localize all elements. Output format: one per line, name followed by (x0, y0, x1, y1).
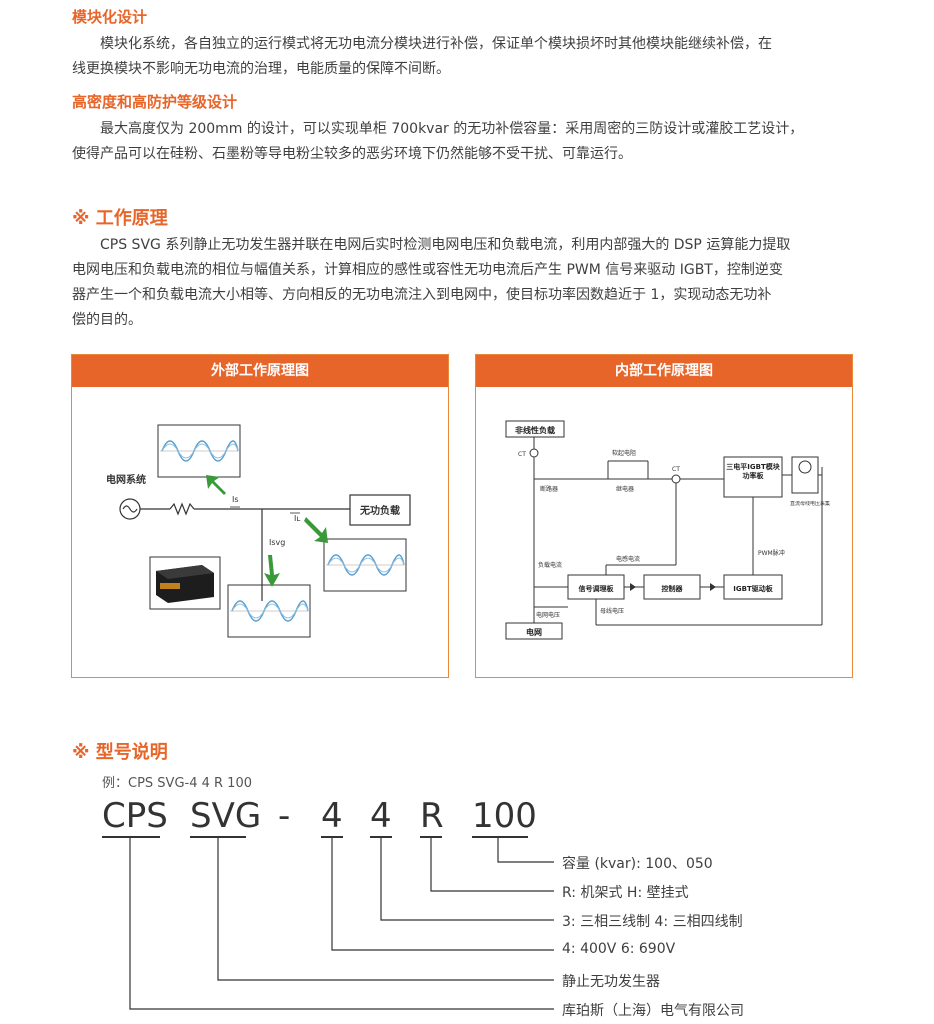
paragraph-line: 模块化系统，各自独立的运行模式将无功电流分模块进行补偿，保证单个模块损坏时其他模… (100, 36, 772, 52)
grid-system-label: 电网系统 (106, 473, 146, 486)
external-diagram-title: 外部工作原理图 (72, 355, 448, 387)
waveform-box-bottom (227, 584, 311, 638)
arrow-down-right-icon (304, 517, 328, 543)
ct1-label: CT (518, 451, 526, 458)
internal-diagram: 非线性负载 CT CT 断路器 软起电阻 继电器 三电平IGBT模块功率板 直流… (505, 420, 830, 640)
model-example: 例：CPS SVG-4 4 R 100 (102, 776, 252, 791)
paragraph-line: 偿的目的。 (72, 312, 142, 328)
paragraph-line: 线更换模块不影响无功电流的治理，电能质量的保障不间断。 (72, 61, 450, 77)
grid-voltage-label: 电网电压 (536, 611, 560, 619)
inductor-current-label: 电感电流 (616, 555, 640, 563)
waveform-box-right (323, 538, 407, 592)
dc-bus-label-box: 直流母线电压采集 (790, 501, 830, 507)
model-desc-product: 静止无功发生器 (562, 974, 660, 990)
reactive-load-box (349, 494, 411, 526)
paragraph-line: 电网电压和负载电流的相位与幅值关系，计算相应的感性或容性无功电流后产生 PWM … (72, 262, 783, 278)
heading-modular: 模块化设计 (72, 8, 148, 26)
dc-bus-label: 直流母线电压采集 (790, 501, 830, 507)
model-part-dash: - (278, 796, 291, 836)
svg-device-image (149, 556, 221, 610)
signal-board-label: 信号调理板 (579, 584, 615, 593)
underline-capacity (472, 836, 528, 838)
grid-label: 电网 (526, 627, 542, 637)
underline-mount (420, 836, 442, 838)
heading-model: ※ 型号说明 (72, 742, 168, 763)
model-part-wiring: 4 (370, 796, 392, 836)
underline-voltage (321, 836, 343, 838)
model-desc-mount: R: 机架式 H: 壁挂式 (562, 885, 689, 901)
model-desc-capacity: 容量 (kvar): 100、050 (562, 856, 713, 872)
paragraph-line: 器产生一个和负载电流大小相等、方向相反的无功电流注入到电网中，使目标功率因数趋近… (72, 287, 772, 303)
model-desc-wiring: 3: 三相三线制 4: 三相四线制 (562, 914, 743, 930)
model-desc-company: 库珀斯（上海）电气有限公司 (562, 1003, 744, 1019)
paragraph-line: 最大高度仅为 200mm 的设计，可以实现单柜 700kvar 的无功补偿容量：… (100, 121, 804, 137)
ct2-label: CT (672, 466, 680, 473)
reactive-load-label: 无功负载 (359, 504, 400, 517)
underline-cps (102, 836, 160, 838)
igbt-board-label: 三电平IGBT模块功率板 (726, 463, 780, 480)
underline-svg (190, 836, 246, 838)
external-diagram-panel: 外部工作原理图 电网系统 无功负载 (71, 354, 449, 678)
controller-label: 控制器 (662, 584, 684, 593)
pwm-label: PWM脉冲 (758, 549, 785, 557)
model-part-mount: R (420, 796, 444, 836)
relay-label: 继电器 (616, 485, 634, 493)
heading-high-density: 高密度和高防护等级设计 (72, 93, 238, 111)
load-current-label: 负载电流 (538, 561, 562, 569)
arrow-up-icon (206, 475, 226, 495)
model-desc-voltage: 4: 400V 6: 690V (562, 941, 676, 957)
model-part-capacity: 100 (472, 796, 537, 836)
il-label: Iʟ (294, 514, 300, 523)
model-part-svg: SVG (190, 796, 262, 836)
heading-principle: ※ 工作原理 (72, 208, 168, 229)
soft-start-label: 软起电阻 (612, 449, 636, 457)
breaker-label: 断路器 (540, 485, 558, 493)
bus-voltage-label: 母线电压 (600, 607, 624, 615)
igbt-driver-label: IGBT驱动板 (733, 584, 773, 593)
nonlinear-load-label: 非线性负载 (515, 425, 555, 435)
is-label: Is (232, 495, 239, 504)
paragraph-modular: 模块化系统，各自独立的运行模式将无功电流分模块进行补偿，保证单个模块损坏时其他模… (72, 32, 862, 82)
underline-wiring (370, 836, 392, 838)
arrow-down-icon (264, 555, 280, 587)
paragraph-principle: CPS SVG 系列静止无功发生器并联在电网后实时检测电网电压和负载电流，利用内… (72, 233, 862, 333)
paragraph-line: CPS SVG 系列静止无功发生器并联在电网后实时检测电网电压和负载电流，利用内… (100, 237, 791, 253)
igbt-board-label-box: 三电平IGBT模块功率板 (726, 463, 780, 480)
paragraph-line: 使得产品可以在硅粉、石墨粉等导电粉尘较多的恶劣环境下仍然能够不受干扰、可靠运行。 (72, 146, 632, 162)
paragraph-high-density: 最大高度仅为 200mm 的设计，可以实现单柜 700kvar 的无功补偿容量：… (72, 117, 862, 167)
internal-diagram-title: 内部工作原理图 (476, 355, 852, 387)
isvg-label: Isvg (269, 538, 285, 547)
model-part-cps: CPS (102, 796, 168, 836)
resistor-icon (169, 502, 195, 516)
model-part-voltage: 4 (321, 796, 343, 836)
external-diagram: 电网系统 无功负载 Is Iʟ Isvg (106, 424, 411, 638)
internal-diagram-panel: 内部工作原理图 (475, 354, 853, 678)
waveform-box-top (157, 424, 241, 478)
